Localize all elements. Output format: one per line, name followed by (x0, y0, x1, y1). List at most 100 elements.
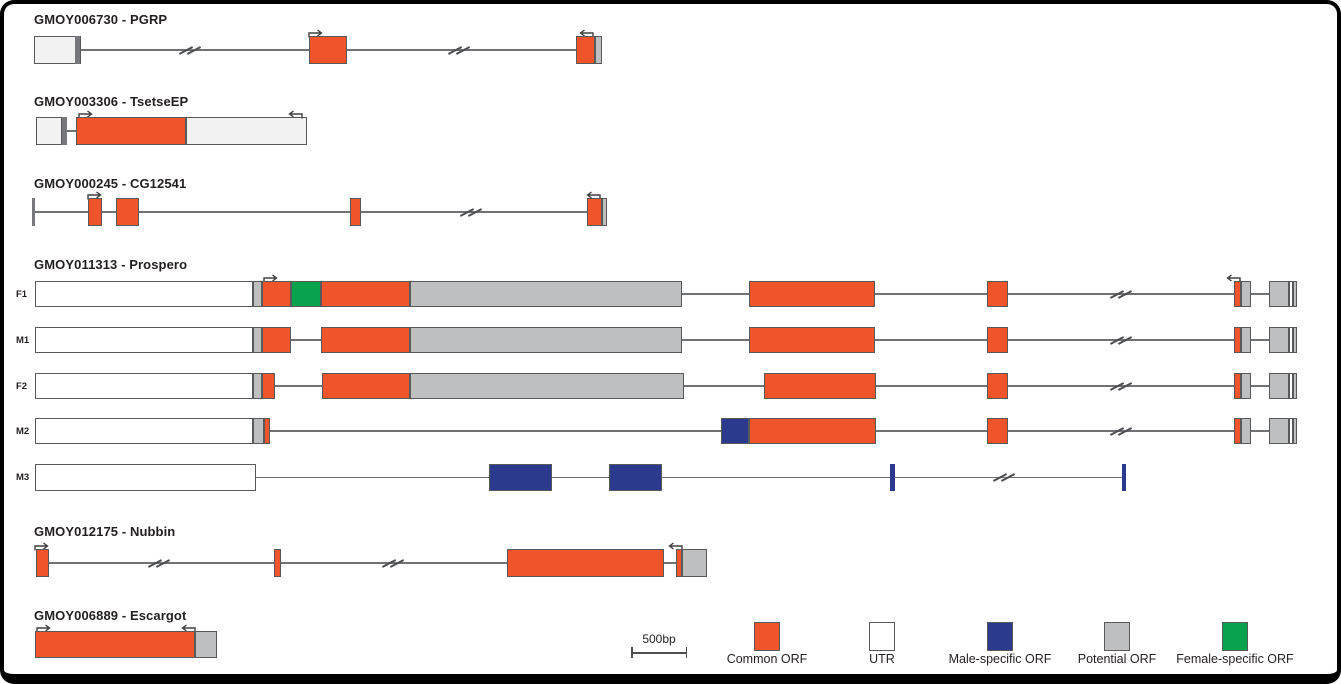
common-exon-box (507, 549, 664, 577)
gene-title: GMOY012175 - Nubbin (34, 524, 176, 539)
intron-line (35, 211, 88, 213)
utr-exon-box (1289, 418, 1293, 444)
potential-exon-box (253, 373, 262, 399)
intron-line (1251, 430, 1269, 432)
common-exon-box (1234, 373, 1241, 399)
intron-line (275, 385, 322, 387)
intron-line (875, 293, 987, 295)
potential-exon-box (595, 36, 602, 64)
potential-exon-box (1293, 327, 1297, 353)
scale-bar-tick (685, 647, 687, 659)
potential-exon-box (1293, 373, 1297, 399)
legend-label-utr: UTR (869, 652, 895, 666)
gene-row (4, 542, 1337, 577)
gene-row (4, 191, 1337, 226)
potential-exon-box (682, 549, 707, 577)
potential-exon-box (1269, 418, 1289, 444)
intron-line (662, 476, 890, 479)
potential-exon-box (410, 281, 682, 307)
utr-exon-box (35, 281, 253, 307)
potential-exon-box (1241, 373, 1251, 399)
gene-row: F1 (4, 274, 1337, 307)
utr-exon-box (1289, 373, 1293, 399)
isoform-label: F1 (16, 288, 28, 300)
potential-exon-box (410, 327, 682, 353)
gene-row: M1 (4, 327, 1337, 353)
dark-bar (75, 36, 80, 64)
dark-bar (32, 198, 35, 226)
potential-exon-box (1241, 327, 1251, 353)
legend-swatch-common (754, 622, 780, 651)
gene-title: GMOY006889 - Escargot (34, 608, 187, 623)
common-exon-box (749, 327, 875, 353)
gene-row (4, 29, 1337, 64)
potential-exon-box (1241, 281, 1251, 307)
gene-row: M3 (4, 464, 1337, 491)
utr-exon-box (35, 327, 253, 353)
common-exon-box (350, 198, 361, 226)
male-exon-box (609, 464, 662, 491)
legend-swatch-utr (869, 622, 895, 651)
isoform-label: M1 (16, 334, 30, 346)
intron-line (139, 211, 350, 213)
light-exon-box (34, 36, 81, 64)
common-exon-box (987, 418, 1008, 444)
right-transcription-arrow-icon (34, 538, 49, 556)
potential-exon-box (253, 281, 262, 307)
gene-title: GMOY000245 - CG12541 (34, 176, 187, 191)
common-exon-box (676, 549, 682, 577)
common-exon-box (749, 418, 876, 444)
left-transcription-arrow-icon (288, 106, 303, 124)
figure-content: GMOY006730 - PGRP GMOY003306 - TsetseEP GM… (4, 4, 1337, 674)
dark-bar (62, 117, 67, 145)
common-exon-box (987, 281, 1008, 307)
potential-exon-box (1269, 373, 1289, 399)
common-exon-box (749, 281, 875, 307)
legend-label-female: Female-specific ORF (1176, 652, 1294, 666)
gene-title: GMOY003306 - TsetseEP (34, 94, 189, 109)
intron-line (876, 385, 987, 387)
intron-line (682, 339, 749, 341)
common-exon-box (322, 373, 410, 399)
common-exon-box (262, 373, 275, 399)
intron-line (270, 430, 721, 432)
potential-exon-box (253, 418, 264, 444)
legend-swatch-female (1222, 622, 1248, 651)
intron-line (875, 339, 987, 341)
potential-exon-box (1293, 281, 1297, 307)
common-exon-box (587, 198, 602, 226)
gene-row (4, 110, 1337, 145)
common-exon-box (321, 281, 410, 307)
male-exon-box (489, 464, 552, 491)
legend-swatch-male (987, 622, 1013, 651)
common-exon-box (1234, 281, 1241, 307)
light-exon-box (36, 117, 62, 145)
common-exon-box (987, 327, 1008, 353)
potential-exon-box (195, 631, 217, 658)
potential-exon-box (1293, 418, 1297, 444)
intron-line (682, 293, 749, 295)
intron-line (256, 476, 489, 479)
female-exon-box (291, 281, 321, 307)
light-exon-box (186, 117, 307, 145)
intron-line (876, 430, 987, 432)
common-exon-box (987, 373, 1008, 399)
gene-row (4, 624, 1337, 658)
intron-line (291, 339, 321, 341)
intron-line (102, 211, 116, 213)
potential-exon-box (1269, 327, 1289, 353)
common-exon-box (274, 549, 281, 577)
utr-exon-box (35, 373, 253, 399)
gene-row: F2 (4, 373, 1337, 399)
common-exon-box (35, 631, 195, 658)
common-exon-box (36, 549, 49, 577)
isoform-label: F2 (16, 380, 28, 392)
gene-title: GMOY006730 - PGRP (34, 12, 168, 27)
intron-line (552, 476, 609, 479)
legend-label-male: Male-specific ORF (948, 652, 1052, 666)
male-bar (1122, 464, 1126, 491)
common-exon-box (1234, 327, 1241, 353)
intron-line (684, 385, 764, 387)
utr-exon-box (35, 464, 256, 491)
